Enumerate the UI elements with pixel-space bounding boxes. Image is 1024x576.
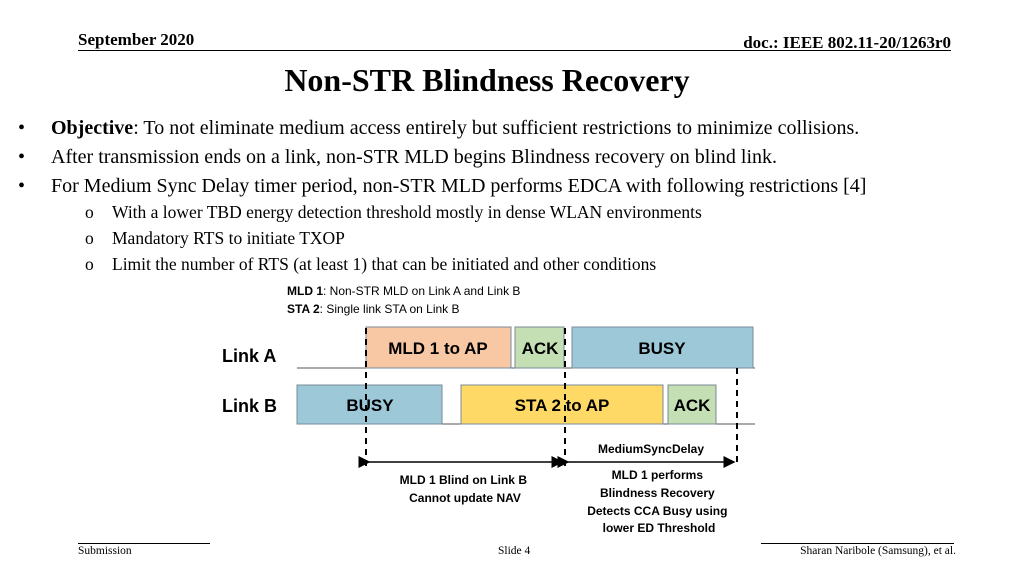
- bullet-item: • For Medium Sync Delay timer period, non…: [18, 172, 1018, 201]
- blind-note-line: Cannot update NAV: [409, 491, 521, 505]
- link-b-box-label: BUSY: [346, 396, 394, 415]
- sub-bullet-glyph: o: [85, 228, 94, 248]
- medium-sync-delay-label: MediumSyncDelay: [598, 442, 704, 456]
- recovery-note: MLD 1 performs Blindness Recovery Detect…: [587, 468, 731, 535]
- link-b-label: Link B: [222, 396, 277, 416]
- bullet-text: : To not eliminate medium access entirel…: [133, 117, 860, 139]
- bullet-item: • Objective: To not eliminate medium acce…: [18, 114, 1018, 143]
- link-a-box-label: ACK: [522, 339, 560, 358]
- bullet-text: After transmission ends on a link, non-S…: [51, 146, 778, 168]
- footer-slide-number: Slide 4: [498, 545, 531, 557]
- header-divider: [78, 50, 951, 51]
- link-a-box-label: BUSY: [638, 339, 686, 358]
- link-a-box-mld1-to-ap: [365, 326, 512, 369]
- legend-desc: : Non-STR MLD on Link A and Link B: [323, 284, 520, 298]
- blind-note-line: MLD 1 Blind on Link B: [400, 473, 528, 487]
- header-doc-id: doc.: IEEE 802.11-20/1263r0: [743, 33, 951, 52]
- sub-bullet-text: Limit the number of RTS (at least 1) tha…: [112, 254, 657, 274]
- bullet-item: • After transmission ends on a link, non-…: [18, 143, 1018, 172]
- recovery-note-line: Detects CCA Busy using: [587, 504, 727, 518]
- sub-bullet-item: o Mandatory RTS to initiate TXOP: [85, 225, 702, 251]
- sub-bullet-text: With a lower TBD energy detection thresh…: [112, 202, 702, 222]
- footer-divider-right: [761, 543, 954, 544]
- legend-key: STA 2: [287, 302, 320, 316]
- recovery-note-line: MLD 1 performs: [612, 468, 704, 482]
- sub-bullet-list: o With a lower TBD energy detection thres…: [85, 199, 702, 277]
- sub-bullet-text: Mandatory RTS to initiate TXOP: [112, 228, 345, 248]
- sub-bullet-glyph: o: [85, 202, 94, 222]
- link-a-box-ack: [514, 326, 565, 369]
- bullet-list: • Objective: To not eliminate medium acce…: [18, 114, 1018, 201]
- link-a-label: Link A: [222, 346, 276, 366]
- bullet-text: For Medium Sync Delay timer period, non-…: [51, 175, 867, 197]
- legend-desc: : Single link STA on Link B: [320, 302, 460, 316]
- legend-line-mld1: MLD 1: Non-STR MLD on Link A and Link B: [287, 284, 520, 298]
- sub-bullet-glyph: o: [85, 254, 94, 274]
- link-b-box-label: STA 2 to AP: [515, 396, 610, 415]
- footer-author: Sharan Naribole (Samsung), et al.: [800, 545, 956, 557]
- bullet-glyph: •: [18, 146, 26, 168]
- legend-line-sta2: STA 2: Single link STA on Link B: [287, 302, 460, 316]
- link-b-box-sta2-to-ap: [460, 384, 664, 425]
- sub-bullet-item: o Limit the number of RTS (at least 1) th…: [85, 251, 702, 277]
- bullet-label: Objective: [51, 117, 134, 139]
- bullet-glyph: •: [18, 117, 26, 139]
- footer-submission: Submission: [78, 545, 132, 557]
- recovery-note-line: Blindness Recovery: [600, 486, 715, 500]
- blind-note: MLD 1 Blind on Link B Cannot update NAV: [400, 473, 531, 505]
- recovery-note-line: lower ED Threshold: [603, 521, 716, 535]
- link-a-box-label: MLD 1 to AP: [388, 339, 487, 358]
- header-date: September 2020: [78, 30, 195, 49]
- bullet-glyph: •: [18, 175, 26, 197]
- footer-divider-left: [78, 543, 210, 544]
- sub-bullet-item: o With a lower TBD energy detection thres…: [85, 199, 702, 225]
- legend-key: MLD 1: [287, 284, 323, 298]
- link-b-box-label: ACK: [674, 396, 712, 415]
- link-b-box-busy: [296, 384, 443, 425]
- link-b-box-ack: [667, 384, 717, 425]
- slide-title: Non-STR Blindness Recovery: [284, 62, 690, 98]
- link-a-box-busy: [571, 326, 754, 369]
